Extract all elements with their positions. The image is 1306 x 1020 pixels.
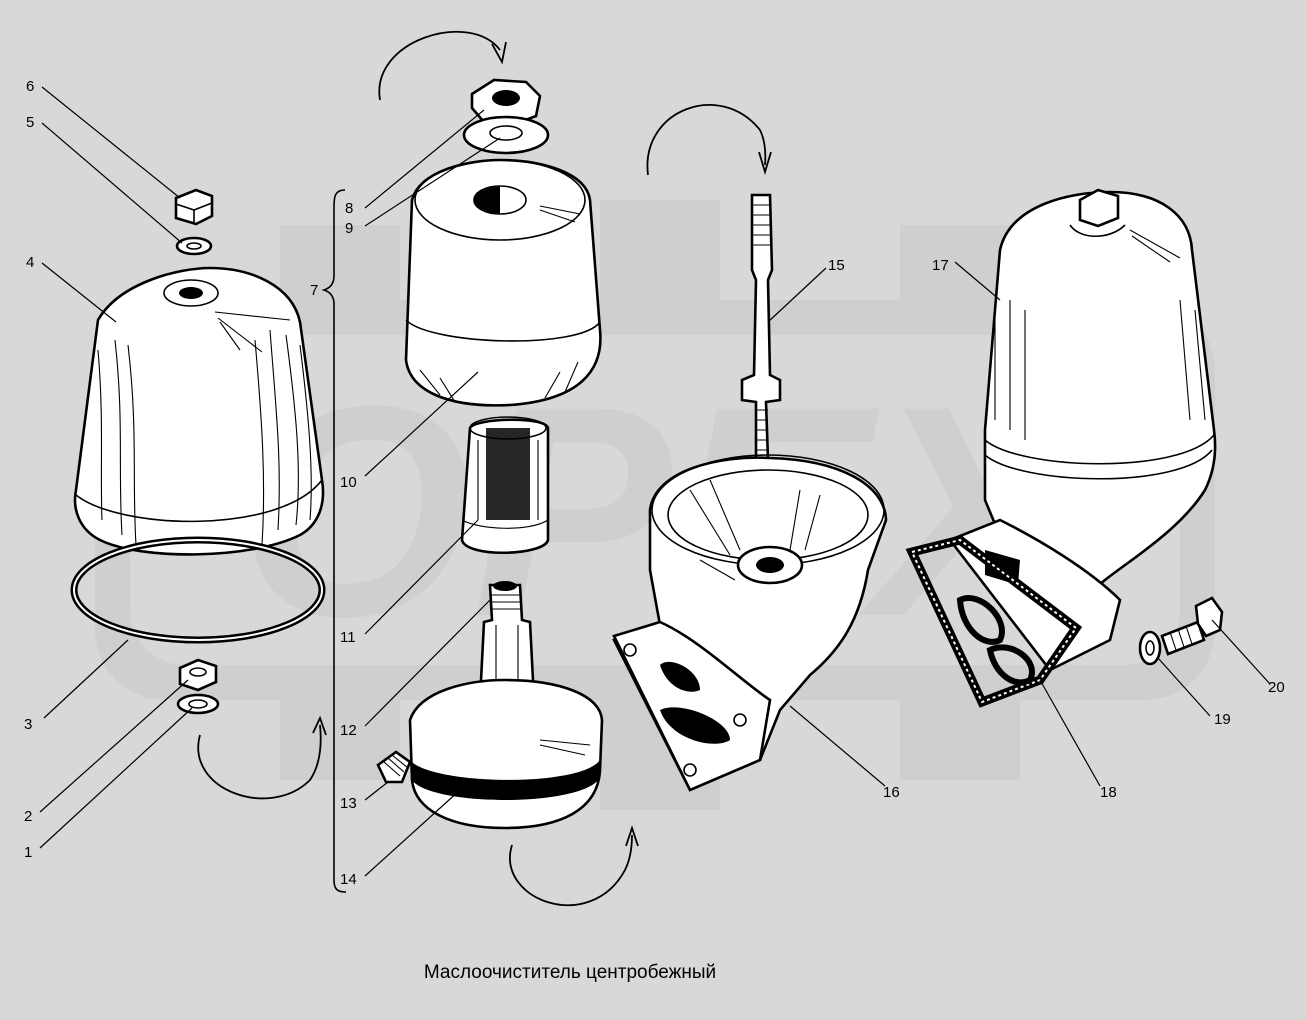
callout-18: 18 [1100, 784, 1117, 801]
part-1-washer [176, 693, 220, 715]
callout-5: 5 [26, 114, 34, 131]
callout-20: 20 [1268, 679, 1285, 696]
callout-2: 2 [24, 808, 32, 825]
part-11-sleeve [460, 416, 550, 555]
callout-16: 16 [883, 784, 900, 801]
callout-14: 14 [340, 871, 357, 888]
part-8-nut [470, 78, 542, 128]
part-10-rotor-cover [404, 158, 602, 407]
part-19-washer [1138, 630, 1162, 666]
callout-8: 8 [345, 200, 353, 217]
callout-4: 4 [26, 254, 34, 271]
callout-12: 12 [340, 722, 357, 739]
callout-7: 7 [310, 282, 318, 299]
callout-6: 6 [26, 78, 34, 95]
part-4-outer-cap [73, 266, 325, 556]
callout-3: 3 [24, 716, 32, 733]
callout-1: 1 [24, 844, 32, 861]
callout-15: 15 [828, 257, 845, 274]
callout-19: 19 [1214, 711, 1231, 728]
bracket-7 [321, 189, 347, 893]
part-16-housing [612, 454, 888, 792]
part-6-nut [174, 188, 214, 226]
part-18-gasket [905, 535, 1083, 708]
leader-lines [39, 86, 1271, 877]
callout-17: 17 [932, 257, 949, 274]
callout-numbers: 6 5 4 3 2 1 8 9 7 10 11 12 13 14 15 16 1… [24, 78, 1285, 888]
callout-10: 10 [340, 474, 357, 491]
diagram-caption: Маслоочиститель центробежный [423, 962, 717, 983]
callout-11: 11 [340, 629, 356, 646]
rotation-arrow-bottom-center [509, 825, 639, 907]
part-13-jet-nozzle [376, 750, 412, 784]
part-2-nut [178, 658, 218, 692]
part-3-o-ring [70, 536, 326, 644]
rotation-arrow-top-center [378, 30, 507, 101]
part-14-rotor-body [408, 678, 604, 830]
part-5-washer [175, 236, 213, 256]
part-20-bolt [1160, 596, 1224, 656]
callout-13: 13 [340, 795, 357, 812]
callout-9: 9 [345, 220, 353, 237]
part-9-washer [462, 115, 550, 155]
rotation-arrow-left [197, 715, 327, 800]
rotation-arrow-right-center [646, 104, 772, 176]
